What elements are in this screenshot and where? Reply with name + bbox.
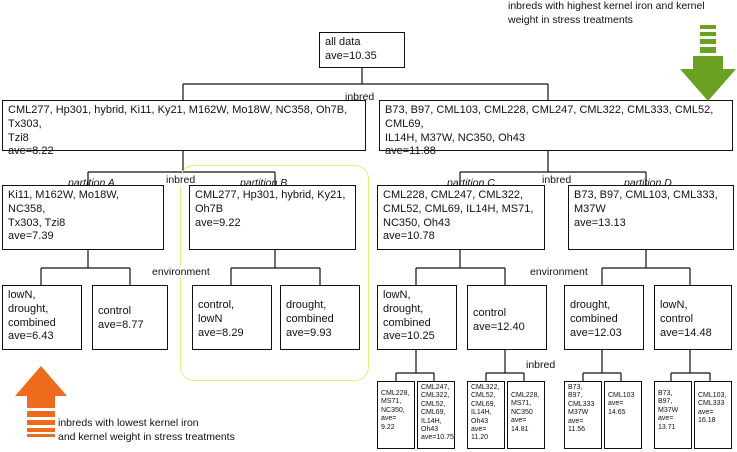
partition-c-node-text: CML228, CML247, CML322, CML52, CML69, IL… — [383, 189, 534, 243]
leaf-node-7: B73, B97, M37W ave= 13.71 — [654, 381, 692, 449]
leaf-node-3-text: CML322, CML52, CML69, IL14H, Oh43 ave= 1… — [471, 384, 500, 442]
partition-c-node: CML228, CML247, CML322, CML52, CML69, IL… — [377, 185, 545, 250]
leaf-node-3: CML322, CML52, CML69, IL14H, Oh43 ave= 1… — [467, 381, 505, 449]
env-node-d1: drought, combined ave=12.03 — [564, 285, 644, 350]
leaf-node-1: CML228, MS71, NC350, ave= 9.22 — [377, 381, 415, 449]
env-node-a2: control ave=8.77 — [92, 285, 168, 350]
leaf-node-4: CML228, MS71, NC350 ave= 14.81 — [507, 381, 545, 449]
level1-node-left: CML277, Hp301, hybrid, Ki11, Ky21, M162W… — [2, 100, 366, 157]
root-node: all data ave=10.35 — [319, 32, 405, 68]
root-node-text: all data ave=10.35 — [325, 36, 377, 62]
high-iron-note: inbreds with highest kernel iron and ker… — [508, 0, 705, 26]
env-node-a2-text: control ave=8.77 — [98, 305, 144, 331]
leaf-node-2-text: CML247, CML322, CML52, CML69, IL14H, Oh4… — [421, 384, 454, 442]
leaf-node-5-text: B73, B97, CML333 M37W ave= 11.56 — [568, 384, 595, 433]
partition-d-node: B73, B97, CML103, CML333, M37W ave=13.13 — [568, 185, 734, 250]
level4-split-label: inbred — [524, 359, 558, 371]
leaf-node-7-text: B73, B97, M37W ave= 13.71 — [658, 390, 679, 431]
partition-a-node-text: Ki11, M162W, Mo18W, NC358, Tx303, Tzi8 a… — [8, 189, 120, 243]
leaf-node-6: CML103 ave= 14.65 — [604, 381, 642, 449]
arrow-up-icon — [15, 366, 67, 437]
leaf-node-6-text: CML103 ave= 14.65 — [608, 392, 635, 416]
arrow-down-icon — [680, 25, 736, 101]
level1-node-left-text: CML277, Hp301, hybrid, Ki11, Ky21, M162W… — [8, 104, 348, 158]
env-node-c2: control ave=12.40 — [467, 285, 547, 350]
level2-split-label-right: inbred — [540, 174, 574, 186]
env-node-b2-text: drought, combined ave=9.93 — [286, 299, 334, 339]
leaf-node-2: CML247, CML322, CML52, CML69, IL14H, Oh4… — [417, 381, 455, 449]
partition-b-node-text: CML277, Hp301, hybrid, Ky21, Oh7B ave=9.… — [195, 189, 346, 229]
env-node-b1: control, lowN ave=8.29 — [192, 285, 272, 350]
env-node-c2-text: control ave=12.40 — [473, 307, 525, 333]
leaf-node-4-text: CML228, MS71, NC350 ave= 14.81 — [511, 392, 540, 433]
env-node-a1: lowN, drought, combined ave=6.43 — [2, 285, 82, 350]
low-iron-note: inbreds with lowest kernel iron and kern… — [58, 417, 235, 443]
env-node-a1-text: lowN, drought, combined ave=6.43 — [8, 289, 56, 343]
level2-split-label-left: inbred — [164, 174, 198, 186]
level1-node-right: B73, B97, CML103, CML228, CML247, CML322… — [379, 100, 733, 157]
env-node-b1-text: control, lowN ave=8.29 — [198, 299, 244, 339]
env-node-c1-text: lowN, drought, combined ave=10.25 — [383, 289, 435, 343]
level3-split-label-left: environment — [150, 266, 212, 278]
leaf-node-1-text: CML228, MS71, NC350, ave= 9.22 — [381, 390, 410, 431]
partition-b-node: CML277, Hp301, hybrid, Ky21, Oh7B ave=9.… — [189, 185, 356, 250]
env-node-b2: drought, combined ave=9.93 — [280, 285, 360, 350]
level1-node-right-text: B73, B97, CML103, CML228, CML247, CML322… — [385, 104, 714, 158]
env-node-d2-text: lowN, control ave=14.48 — [660, 299, 712, 339]
env-node-d1-text: drought, combined ave=12.03 — [570, 299, 622, 339]
partition-a-node: Ki11, M162W, Mo18W, NC358, Tx303, Tzi8 a… — [2, 185, 164, 250]
leaf-node-5: B73, B97, CML333 M37W ave= 11.56 — [564, 381, 602, 449]
leaf-node-8: CML103, CML333 ave= 16.18 — [694, 381, 732, 449]
env-node-d2: lowN, control ave=14.48 — [654, 285, 732, 350]
env-node-c1: lowN, drought, combined ave=10.25 — [377, 285, 457, 350]
level3-split-label-right: environment — [528, 266, 590, 278]
partition-d-node-text: B73, B97, CML103, CML333, M37W ave=13.13 — [574, 189, 718, 229]
leaf-node-8-text: CML103, CML333 ave= 16.18 — [698, 392, 727, 425]
